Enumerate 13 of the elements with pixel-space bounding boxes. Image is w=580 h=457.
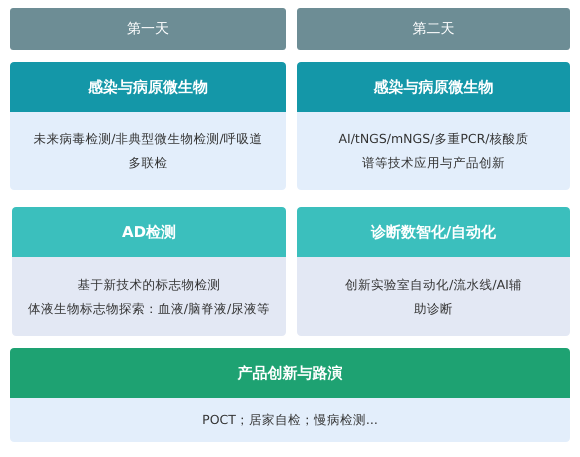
topic-description: 基于新技术的标志物检测 bbox=[78, 276, 220, 294]
topic-description: AI/tNGS/mNGS/多重PCR/核酸质谱等技术应用与产品创新 bbox=[337, 130, 530, 172]
topic-header: AD检测 bbox=[12, 207, 286, 257]
topic-header: 产品创新与路演 bbox=[10, 348, 570, 398]
topic-header: 感染与病原微生物 bbox=[297, 62, 570, 112]
topic-description: 体液生物标志物探索：血液/脑脊液/尿液等 bbox=[28, 300, 270, 318]
day-header: 第一天 bbox=[10, 8, 286, 50]
topic-header: 感染与病原微生物 bbox=[10, 62, 286, 112]
topic-description: 未来病毒检测/非典型微生物检测/呼吸道多联检 bbox=[32, 130, 264, 172]
topic-header: 诊断数智化/自动化 bbox=[297, 207, 570, 257]
topic-description: 创新实验室自动化/流水线/AI辅助诊断 bbox=[344, 276, 523, 318]
topic-description: POCT；居家自检；慢病检测... bbox=[202, 411, 378, 429]
day-header: 第二天 bbox=[297, 8, 570, 50]
